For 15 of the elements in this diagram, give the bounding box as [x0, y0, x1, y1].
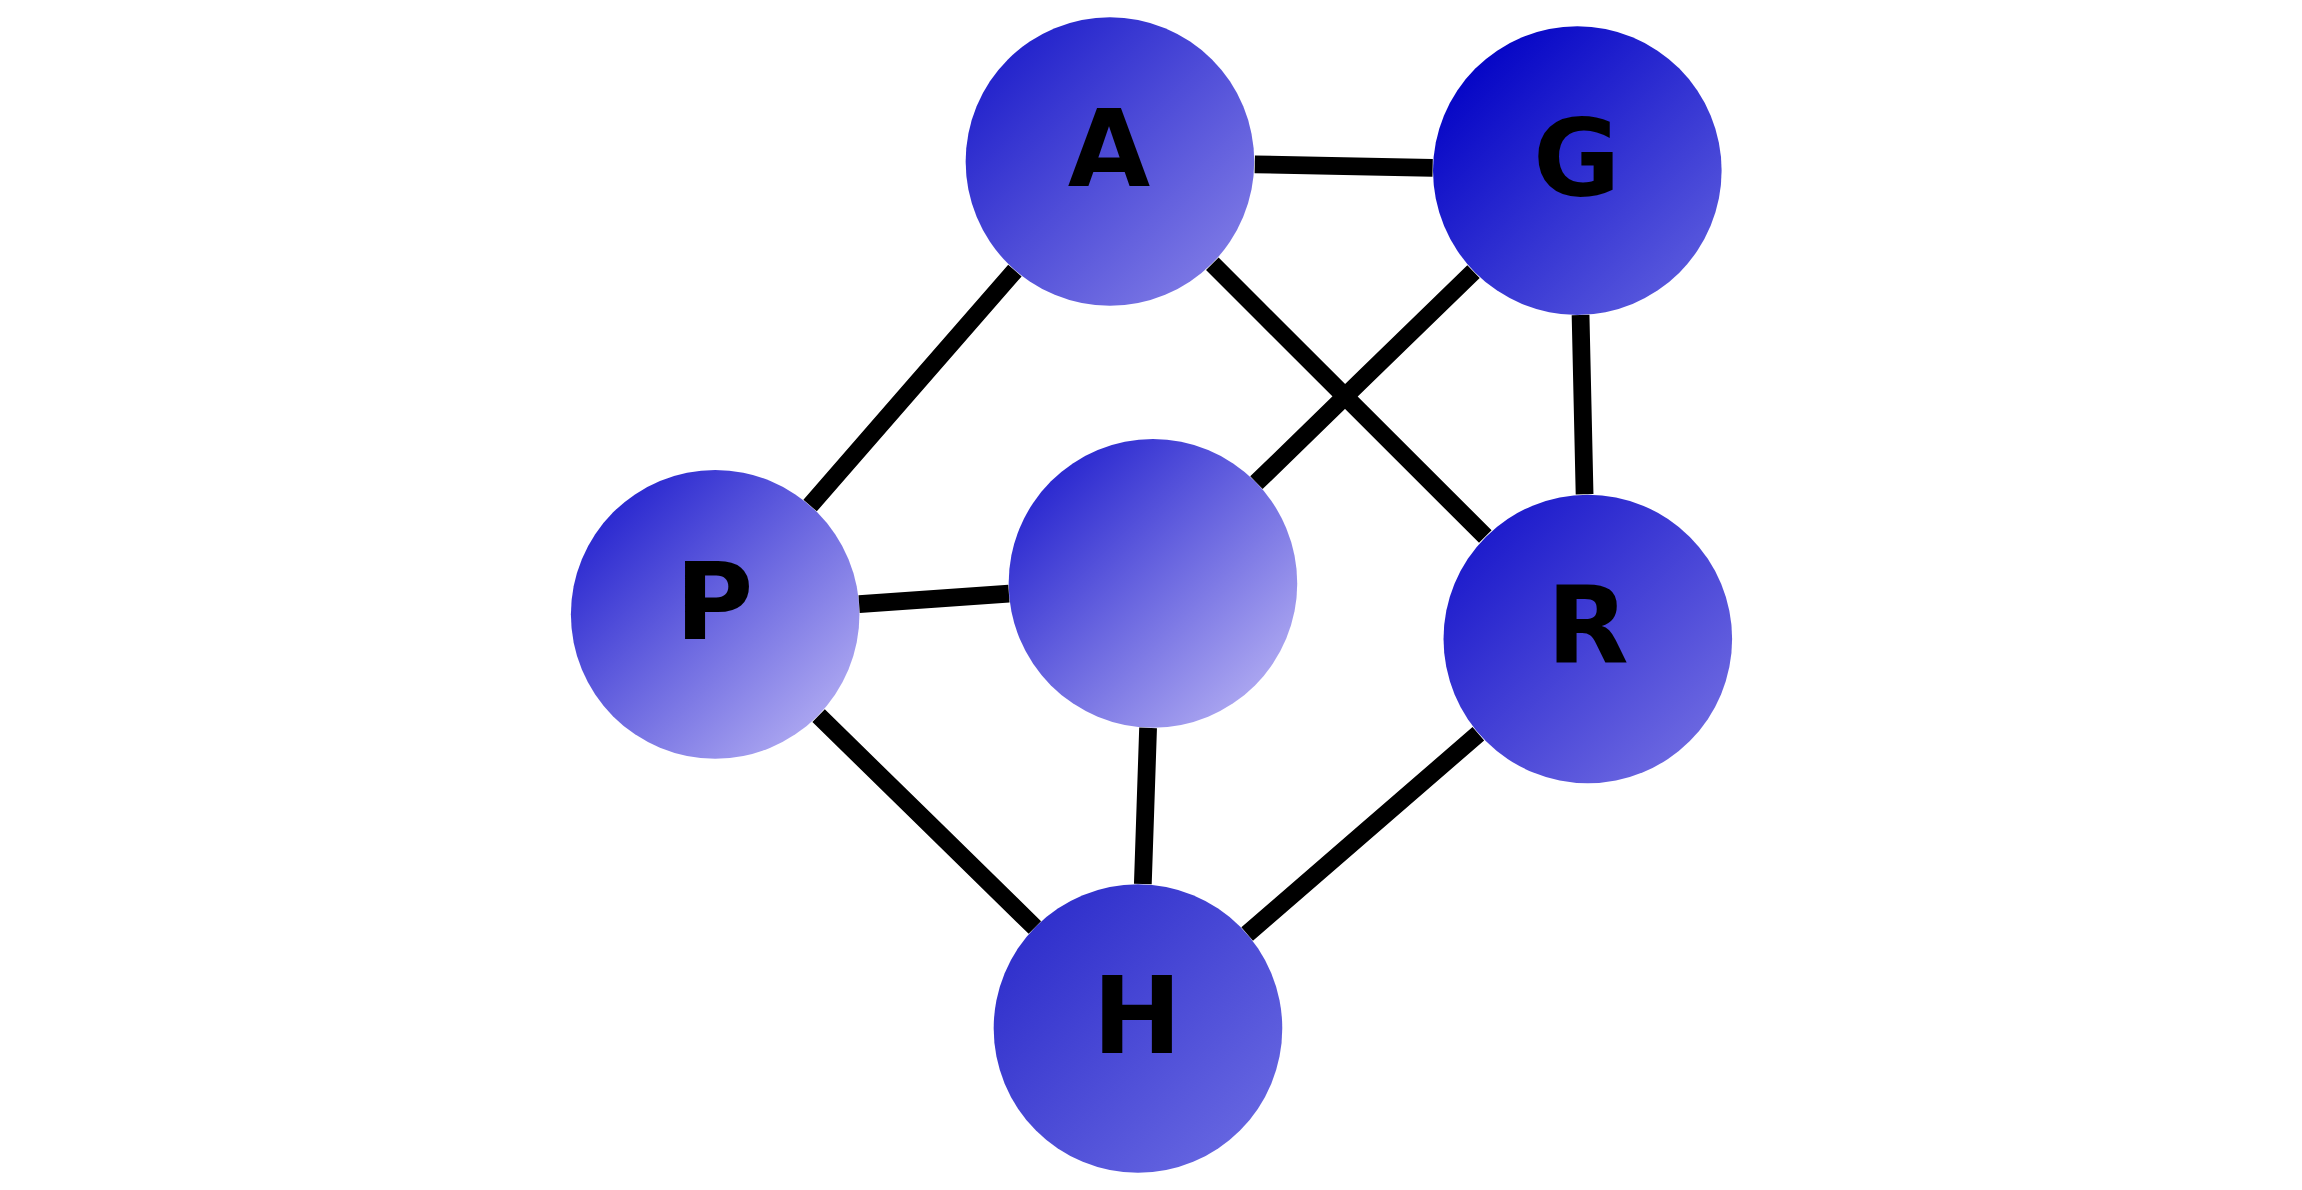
connector [1133, 727, 1157, 885]
node-circle: A [965, 17, 1254, 306]
node-circle: G [1432, 26, 1722, 315]
connector [858, 584, 1010, 614]
connector [1240, 727, 1484, 941]
connector [1254, 155, 1433, 177]
node-circle: H [993, 884, 1282, 1173]
connector [811, 709, 1041, 934]
connector [1249, 265, 1480, 490]
node-circle: R [1443, 494, 1732, 784]
connector [802, 264, 1022, 512]
connector [1571, 314, 1593, 495]
node-circle: P [570, 470, 859, 759]
connector [1205, 257, 1492, 543]
node-circle [1008, 439, 1297, 728]
